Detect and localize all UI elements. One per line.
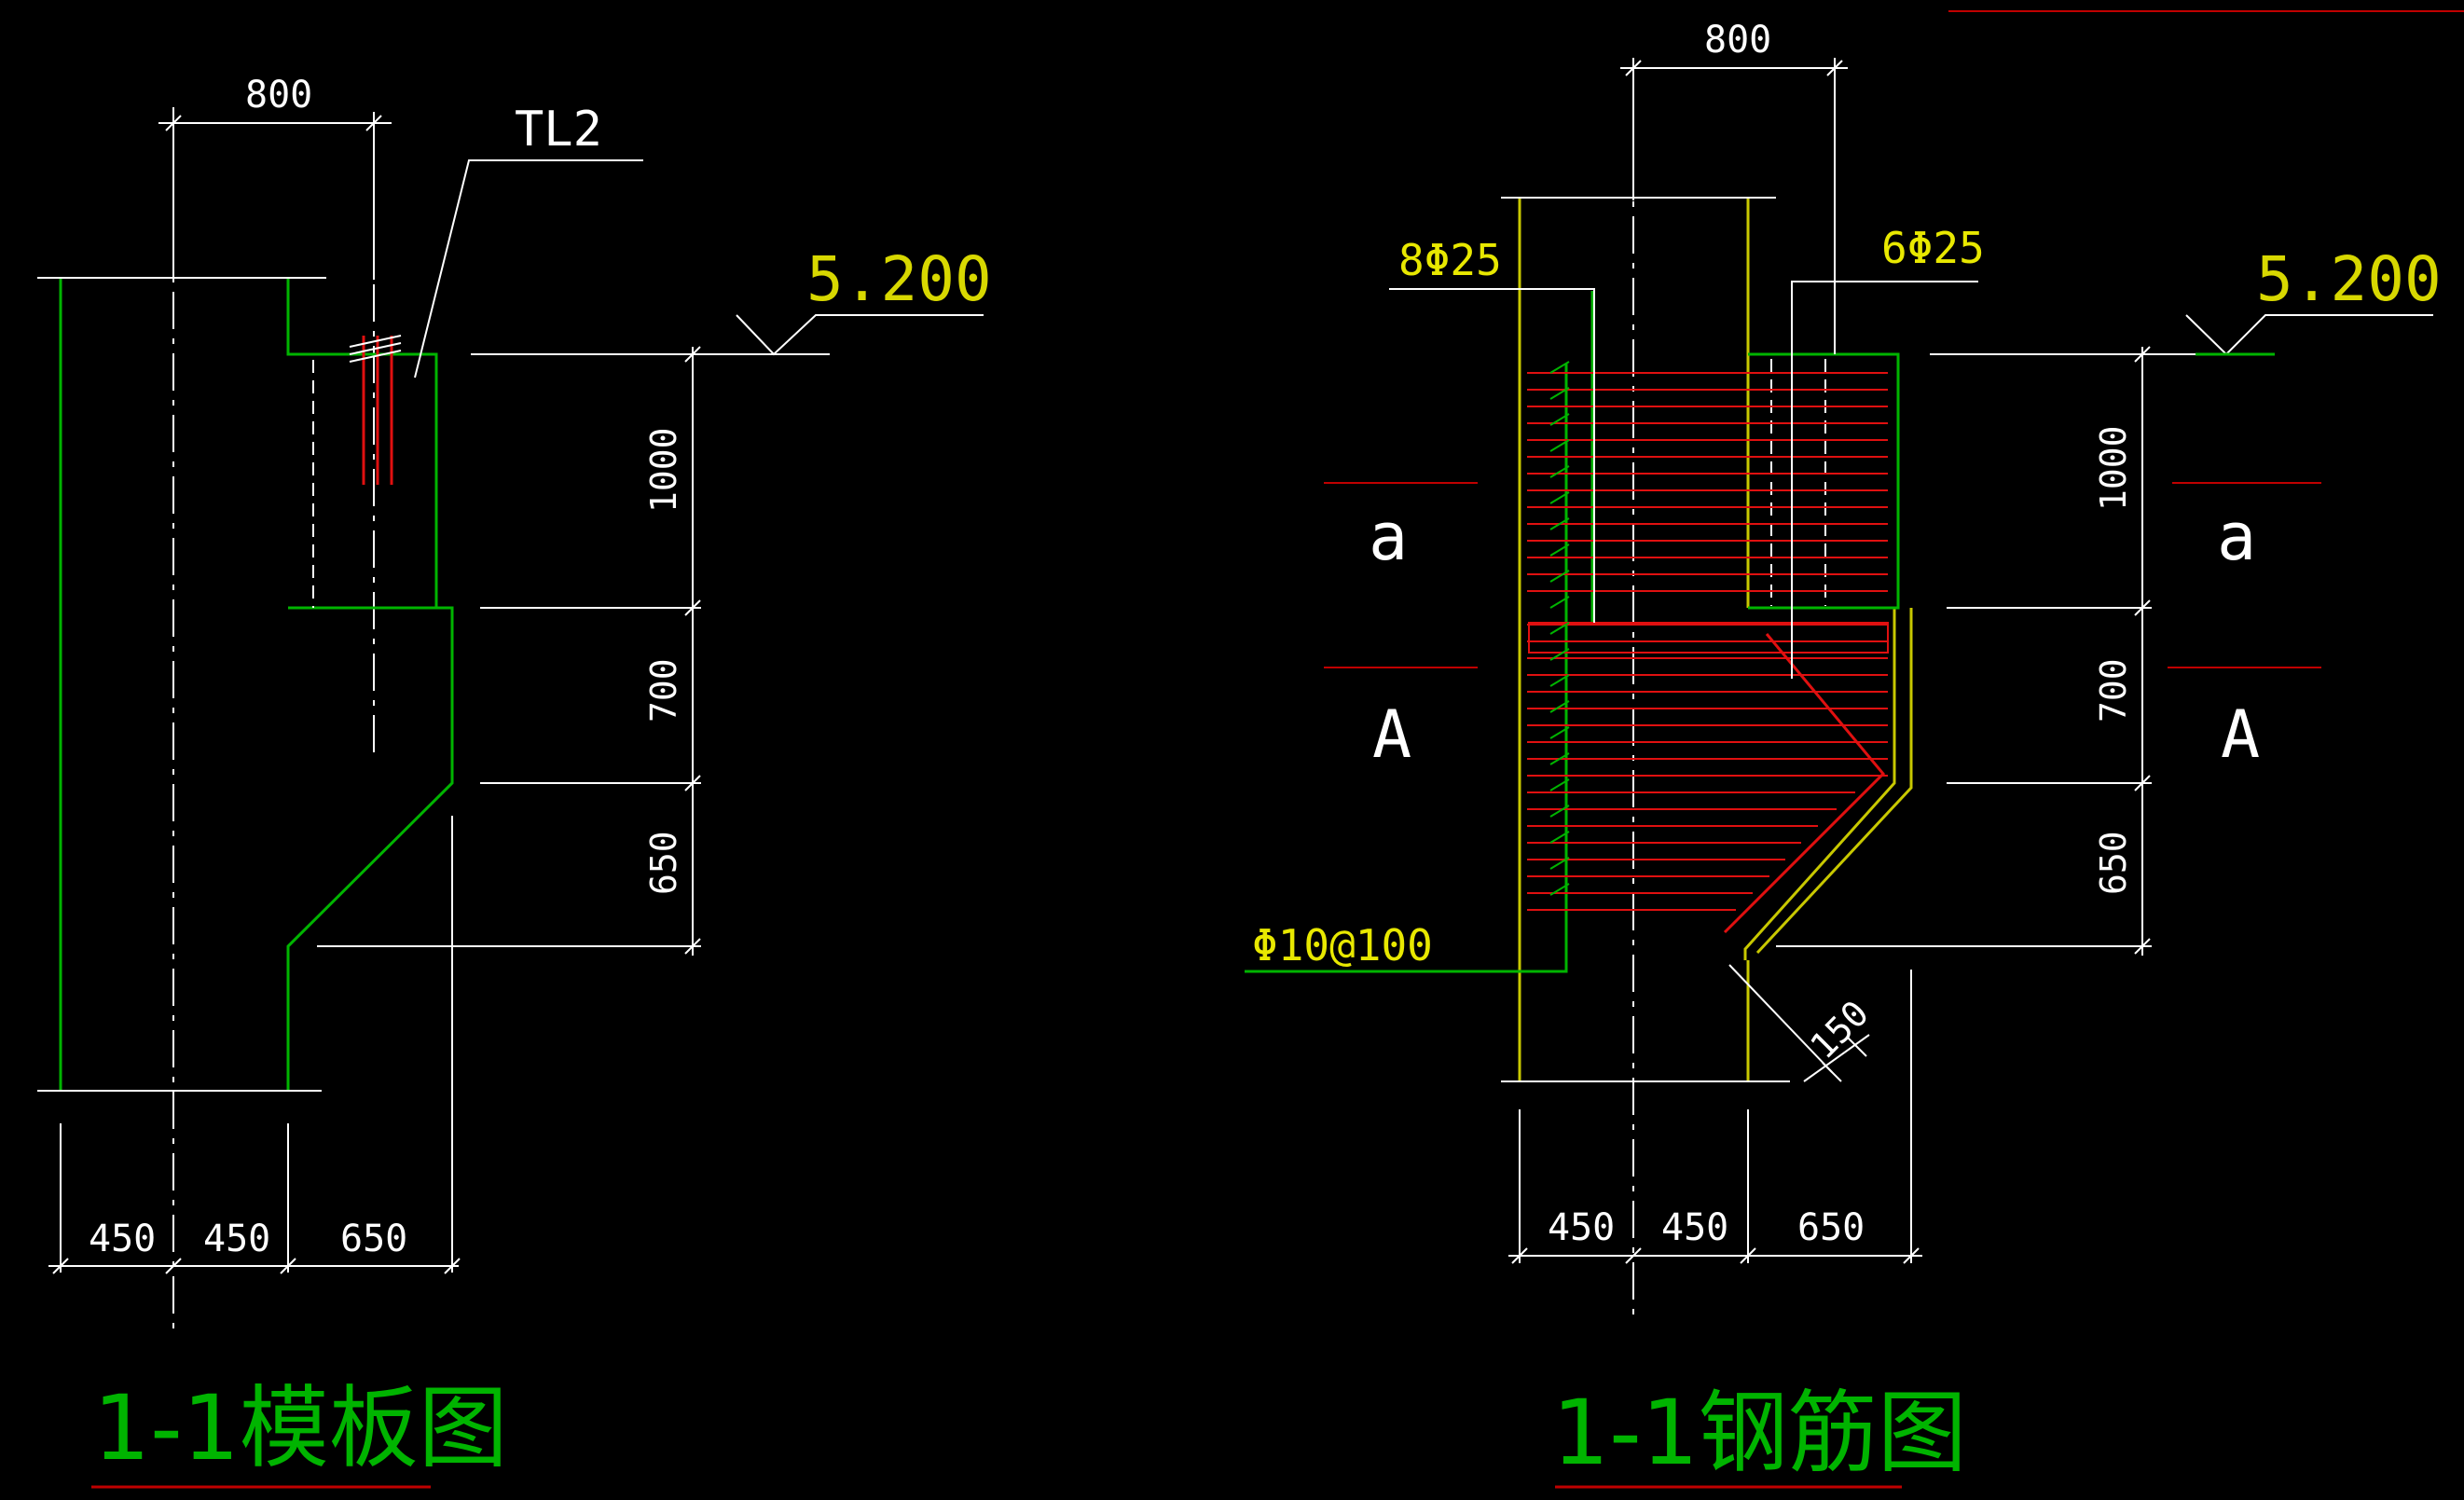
bar-6d25-leader xyxy=(1791,281,1978,679)
tl2-leader xyxy=(414,159,643,378)
tick xyxy=(1511,1247,1528,1264)
elevation-value: 5.200 xyxy=(806,243,992,315)
section-mark-A-left: A xyxy=(1372,696,1411,773)
tick xyxy=(1826,60,1843,76)
elevation-value: 5.200 xyxy=(2256,243,2442,315)
tick xyxy=(2134,775,2151,791)
top-dimension: 800 xyxy=(1704,19,1771,62)
corbel-bars xyxy=(1527,624,1888,911)
beam-bars xyxy=(1527,372,1888,592)
stirrup-leader xyxy=(1245,364,1568,973)
h-dim-1: 450 xyxy=(89,1218,156,1260)
stirrup-label: Φ10@100 xyxy=(1252,920,1433,970)
tick xyxy=(2134,599,2151,616)
h-dim-3: 650 xyxy=(340,1218,407,1260)
top-dimension: 800 xyxy=(245,74,312,117)
chamfer-dim-ext xyxy=(1803,1034,1870,1082)
tl2-tick xyxy=(349,335,402,348)
elevation-symbol xyxy=(736,314,984,356)
section-mark-A-right: A xyxy=(2221,696,2260,773)
v-dim-3: 650 xyxy=(643,831,684,895)
formwork-title: 1-1模板图 xyxy=(93,1376,508,1480)
rebar-view: 8Φ25 6Φ25 Φ10@100 800 a A a A 5.200 xyxy=(1245,19,2442,1489)
tick xyxy=(684,346,701,363)
corbel-bar-frame xyxy=(1528,622,1889,654)
tick xyxy=(444,1258,461,1274)
v-dim-1: 1000 xyxy=(2093,425,2134,511)
tl2-label: TL2 xyxy=(515,102,602,158)
elevation-symbol xyxy=(2185,314,2433,356)
h-dim-2: 450 xyxy=(203,1218,270,1260)
tick xyxy=(1740,1247,1756,1264)
tick xyxy=(165,1258,182,1274)
tick xyxy=(1625,1247,1642,1264)
h-dim-2: 450 xyxy=(1661,1206,1728,1249)
corbel-diagonal-bar xyxy=(1723,633,1886,934)
tick xyxy=(1822,1062,1842,1082)
chamfer-dim-line xyxy=(1728,964,1833,1073)
tick xyxy=(1847,1037,1867,1057)
tick xyxy=(684,599,701,616)
tick xyxy=(1903,1247,1920,1264)
v-dim-3: 650 xyxy=(2093,831,2134,895)
tl2-tick xyxy=(349,350,402,363)
tick xyxy=(52,1258,69,1274)
v-dim-2: 700 xyxy=(2093,658,2134,722)
corbel-outer-edge xyxy=(1755,608,1913,955)
bar-8d25-label: 8Φ25 xyxy=(1398,235,1502,285)
tick xyxy=(684,775,701,791)
section-mark-a-left: a xyxy=(1369,499,1408,575)
h-dim-1: 450 xyxy=(1548,1206,1615,1249)
v-dim-1: 1000 xyxy=(643,427,684,513)
formwork-view: TL2 800 5.200 1000 700 650 450 45 xyxy=(37,74,992,1489)
rebar-title: 1-1钢筋图 xyxy=(1552,1381,1967,1485)
v-dim-2: 700 xyxy=(643,658,684,722)
tick xyxy=(2134,938,2151,955)
bar-6d25-label: 6Φ25 xyxy=(1881,223,1985,273)
tick xyxy=(2134,346,2151,363)
tick xyxy=(365,115,382,131)
h-dim-3: 650 xyxy=(1797,1206,1865,1249)
tick xyxy=(684,938,701,955)
section-mark-a-right: a xyxy=(2217,499,2256,575)
tick xyxy=(165,115,182,131)
tick xyxy=(1625,60,1642,76)
tl2-tick xyxy=(349,342,402,355)
beam-outline xyxy=(1748,352,1900,610)
column-ties xyxy=(1549,361,1570,896)
bar-8d25-leader xyxy=(1389,288,1595,623)
tick xyxy=(280,1258,296,1274)
